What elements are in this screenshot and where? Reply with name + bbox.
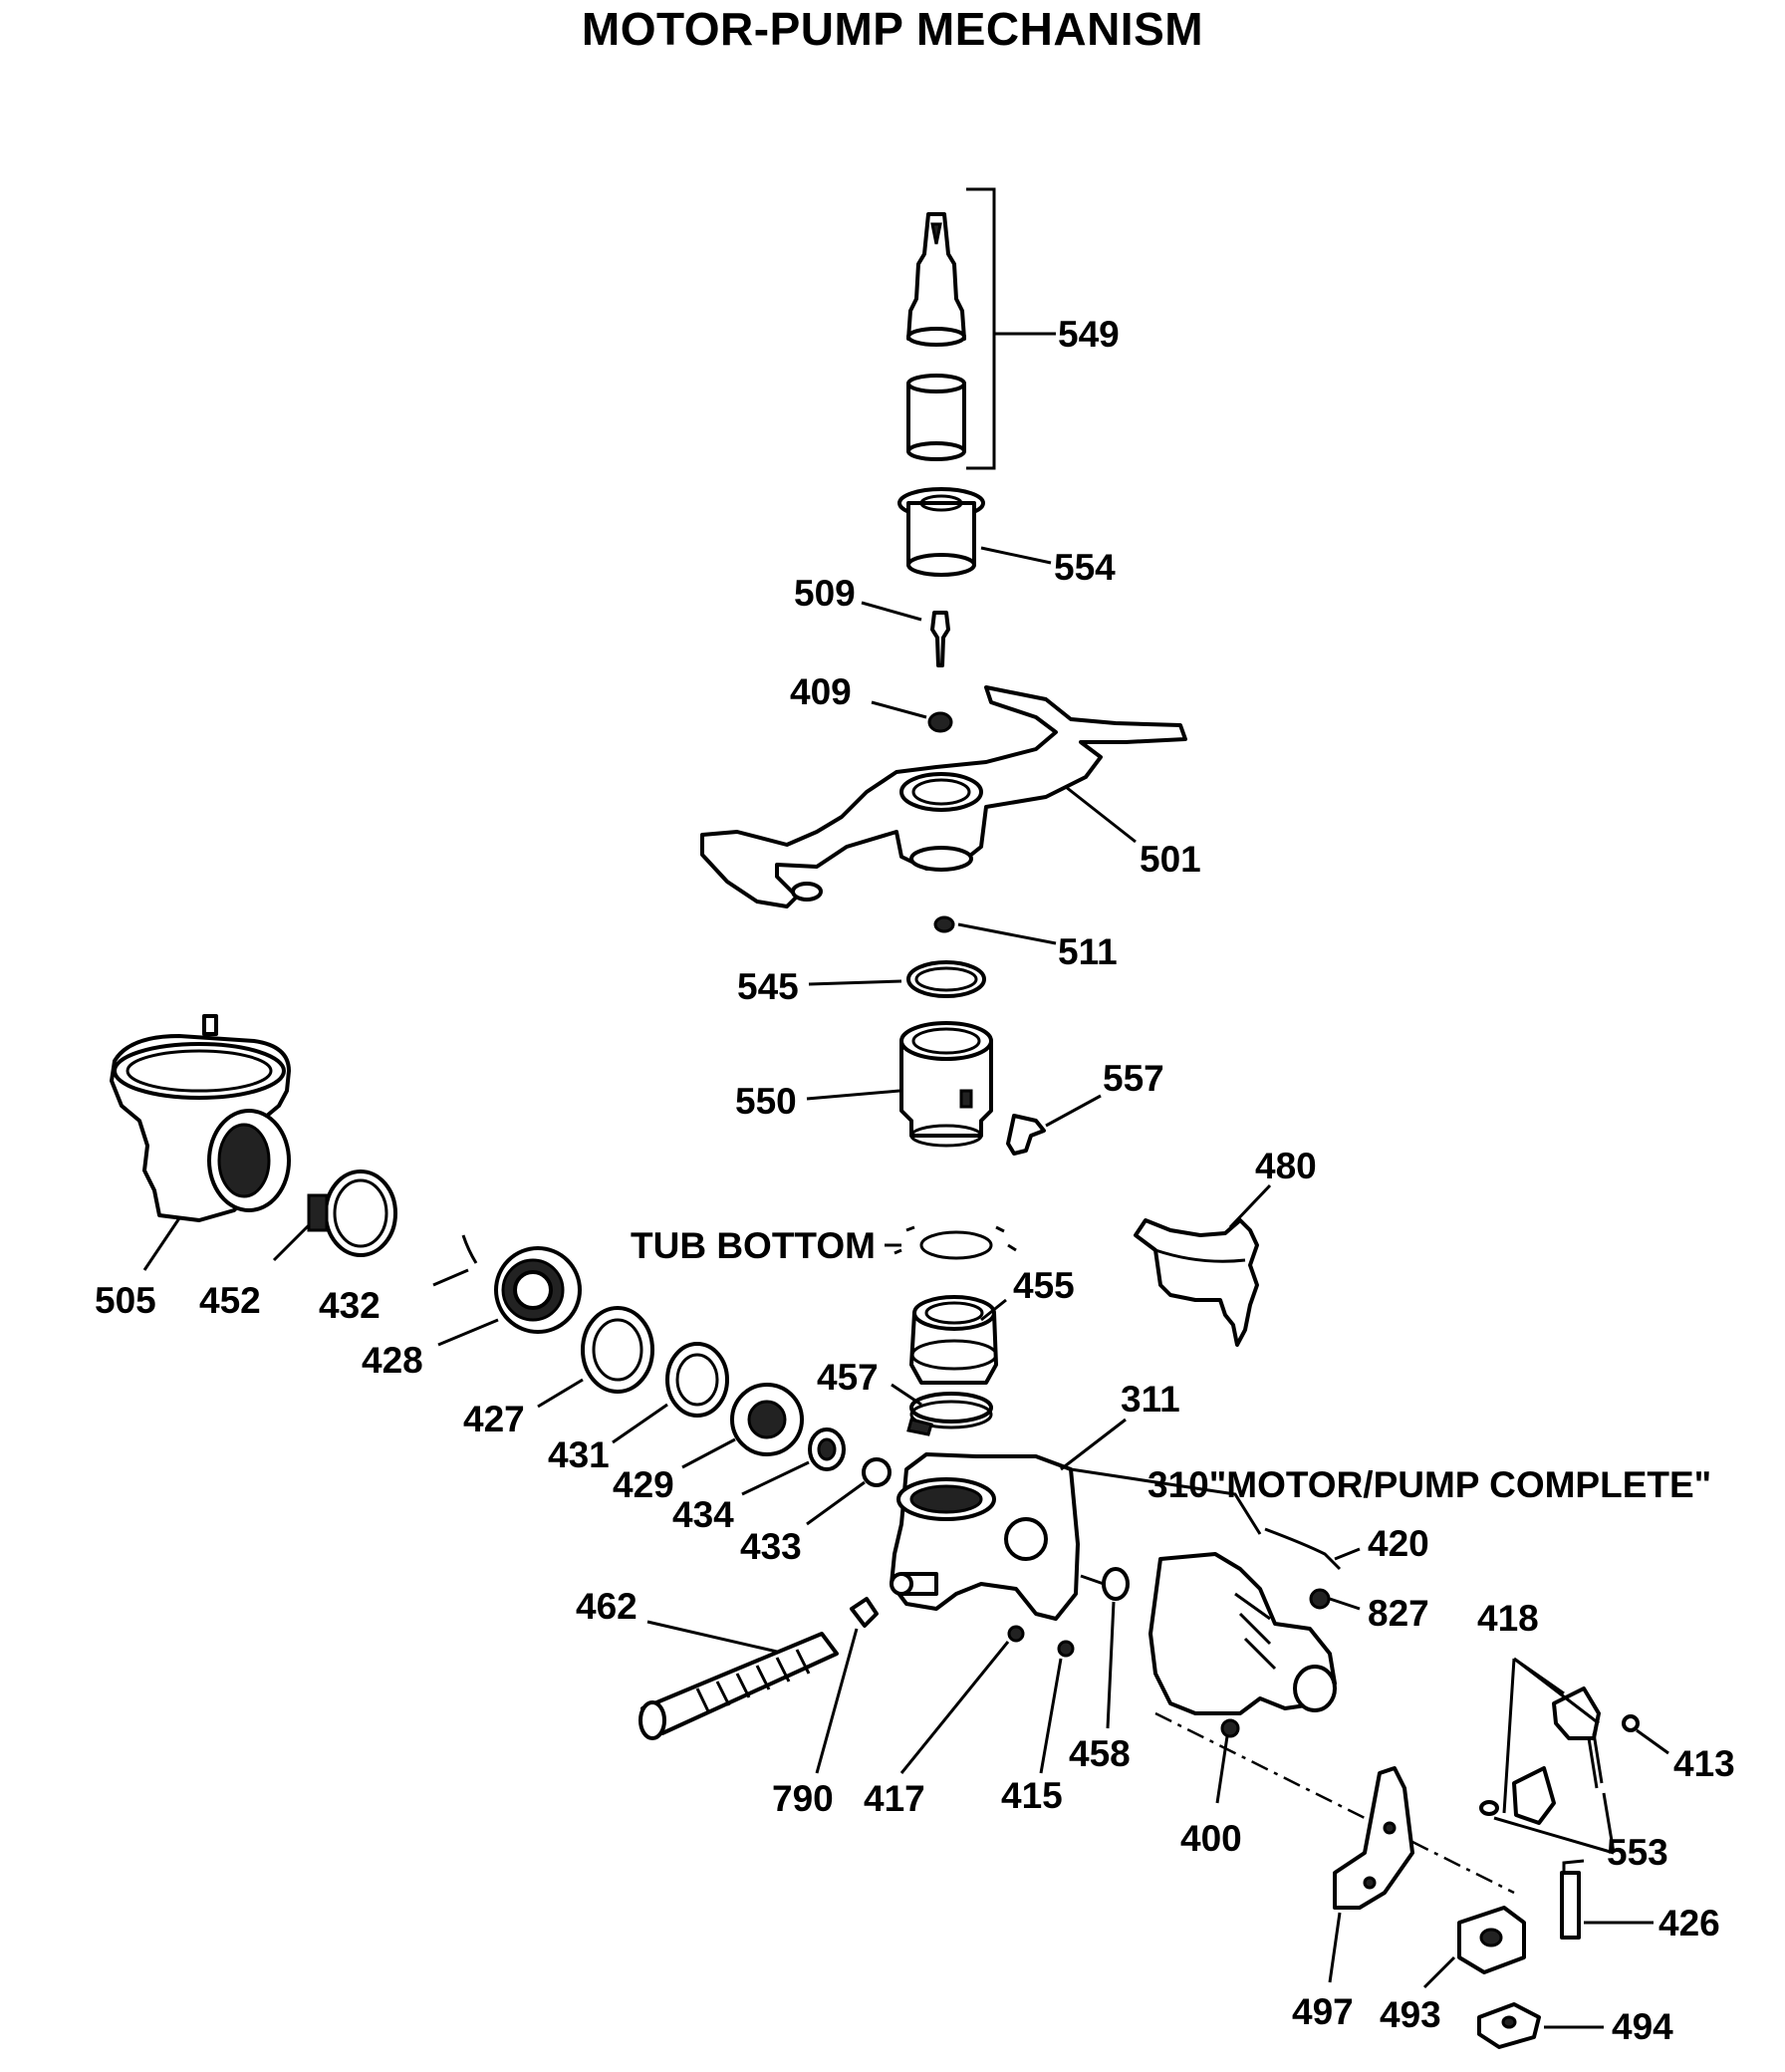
part-497-bracket [1328, 1766, 1414, 1983]
label-501: 501 [1140, 839, 1201, 880]
label-509: 509 [794, 573, 856, 614]
label-310-motor-pump-complete: 310"MOTOR/PUMP COMPLETE" [1148, 1464, 1711, 1505]
part-409-nut [871, 700, 953, 733]
part-557-clip [1006, 1094, 1102, 1156]
label-409: 409 [790, 671, 852, 712]
label-557: 557 [1103, 1058, 1164, 1099]
label-431: 431 [548, 1434, 610, 1475]
label-505: 505 [95, 1280, 156, 1321]
tub-bottom-gasket [885, 1225, 1017, 1260]
part-457-clamp [891, 1383, 993, 1436]
part-418-413-553-switch-assembly [1479, 1657, 1669, 1855]
label-545: 545 [737, 966, 799, 1007]
label-457: 457 [817, 1357, 879, 1398]
label-827: 827 [1368, 1593, 1429, 1634]
part-455-seal [909, 1295, 1007, 1385]
part-310-motor [1070, 1467, 1337, 1715]
label-415: 415 [1001, 1775, 1063, 1816]
label-790: 790 [772, 1778, 834, 1819]
label-550: 550 [735, 1081, 797, 1122]
label-434: 434 [672, 1494, 734, 1535]
label-427: 427 [463, 1399, 525, 1439]
part-311-pump-housing [890, 1418, 1127, 1621]
label-tub-bottom: TUB BOTTOM [631, 1225, 876, 1266]
part-554-cap [897, 487, 1052, 577]
label-428: 428 [362, 1340, 423, 1381]
part-417-415-nuts [899, 1625, 1075, 1774]
part-452-clamp [272, 1169, 397, 1262]
label-553: 553 [1607, 1832, 1668, 1873]
part-494-plunger [1477, 2002, 1604, 2049]
label-493: 493 [1380, 1994, 1441, 2035]
part-431-ring [612, 1342, 729, 1444]
label-480: 480 [1255, 1146, 1317, 1186]
label-554: 554 [1054, 547, 1116, 588]
label-432: 432 [319, 1285, 381, 1326]
part-427-ring [537, 1306, 654, 1409]
label-452: 452 [199, 1280, 261, 1321]
label-433: 433 [740, 1526, 802, 1567]
callout-labels: 549 554 509 409 501 511 545 550 557 480 … [95, 314, 1735, 2047]
part-545-ring [808, 960, 986, 998]
label-511: 511 [1058, 931, 1118, 972]
label-311: 311 [1121, 1379, 1180, 1420]
page-title: MOTOR-PUMP MECHANISM [581, 3, 1204, 55]
label-417: 417 [864, 1778, 925, 1819]
label-549: 549 [1058, 314, 1120, 355]
label-462: 462 [576, 1586, 638, 1627]
part-549-spray-tower [906, 187, 1056, 470]
label-455: 455 [1013, 1265, 1075, 1306]
part-462-worm-hose [638, 1620, 839, 1740]
part-433-bushing [806, 1457, 892, 1526]
part-550-hub [806, 1021, 993, 1148]
part-432-428-impeller [432, 1234, 582, 1347]
label-413: 413 [1673, 1743, 1735, 1784]
label-458: 458 [1069, 1733, 1131, 1774]
label-418: 418 [1477, 1598, 1539, 1639]
label-494: 494 [1612, 2006, 1673, 2047]
part-480-shield [1134, 1183, 1272, 1347]
label-497: 497 [1292, 1991, 1354, 2032]
part-493-solenoid [1422, 1906, 1526, 1989]
assembly-axis [1154, 1711, 1515, 1895]
part-505-drain-housing [110, 1014, 291, 1271]
part-458-bushing [1080, 1567, 1130, 1729]
part-511-washer [933, 915, 1057, 945]
label-400: 400 [1180, 1818, 1242, 1859]
part-501-spray-arm [700, 685, 1187, 908]
part-429-impeller [681, 1383, 804, 1469]
part-400-screw [1215, 1718, 1240, 1804]
part-827-screw [1309, 1588, 1361, 1611]
part-434-bushing [741, 1427, 846, 1496]
part-420-wire [1264, 1527, 1361, 1571]
label-426: 426 [1658, 1903, 1720, 1943]
label-429: 429 [613, 1464, 674, 1505]
part-509-screw [861, 601, 950, 667]
label-420: 420 [1368, 1523, 1429, 1564]
part-426-pin [1560, 1859, 1654, 1940]
part-790-clip [815, 1597, 879, 1774]
